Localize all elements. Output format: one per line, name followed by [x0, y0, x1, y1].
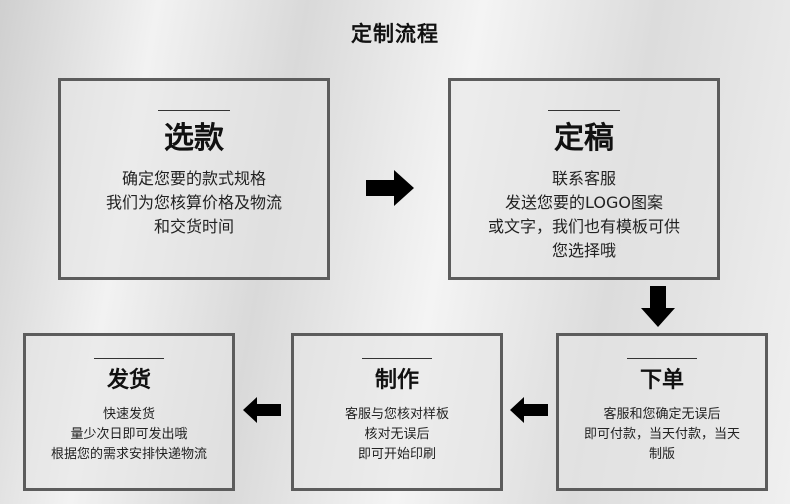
step-line: 或文字，我们也有模板可供 [487, 217, 680, 236]
step-description: 客服和您确定无误后 即可付款，当天付款，当天 制版 [559, 405, 765, 465]
page-title: 定制流程 [351, 22, 439, 46]
step-line: 制版 [648, 447, 675, 462]
step-title: 选款 [164, 121, 224, 156]
arrow-right-icon [366, 170, 414, 206]
title-rule [94, 358, 164, 359]
step-line: 量少次日即可发出哦 [70, 427, 188, 442]
step-description: 客服与您核对样板 核对无误后 即可开始印刷 [294, 405, 500, 465]
step-line: 客服与您核对样板 [344, 407, 449, 422]
step-title: 下单 [639, 368, 684, 393]
step-line: 即可开始印刷 [357, 447, 436, 462]
step-line: 和交货时间 [153, 217, 234, 236]
step-card-ship: 发货 快速发货 量少次日即可发出哦 根据您的需求安排快递物流 [23, 333, 235, 491]
title-rule [627, 358, 697, 359]
step-title: 发货 [106, 368, 151, 393]
step-card-design: 定稿 联系客服 发送您要的LOGO图案 或文字，我们也有模板可供 您选择哦 [448, 78, 720, 280]
step-title: 定稿 [554, 121, 614, 156]
step-card-select: 选款 确定您要的款式规格 我们为您核算价格及物流 和交货时间 [58, 78, 330, 280]
step-title: 制作 [374, 368, 419, 393]
arrow-left-icon [510, 397, 548, 423]
step-card-produce: 制作 客服与您核对样板 核对无误后 即可开始印刷 [291, 333, 503, 491]
step-line: 根据您的需求安排快递物流 [50, 447, 207, 462]
step-line: 确定您要的款式规格 [121, 169, 266, 188]
step-description: 快速发货 量少次日即可发出哦 根据您的需求安排快递物流 [26, 405, 232, 465]
title-rule [548, 110, 620, 111]
step-line: 核对无误后 [364, 427, 430, 442]
step-line: 您选择哦 [551, 241, 616, 260]
step-card-order: 下单 客服和您确定无误后 即可付款，当天付款，当天 制版 [556, 333, 768, 491]
step-line: 发送您要的LOGO图案 [505, 193, 663, 212]
step-description: 联系客服 发送您要的LOGO图案 或文字，我们也有模板可供 您选择哦 [451, 167, 717, 263]
step-line: 快速发货 [102, 407, 155, 422]
step-line: 联系客服 [551, 169, 616, 188]
step-line: 即可付款，当天付款，当天 [583, 427, 740, 442]
step-line: 客服和您确定无误后 [603, 407, 721, 422]
arrow-down-icon [641, 286, 675, 327]
arrow-left-icon [243, 397, 281, 423]
title-rule [158, 110, 230, 111]
title-rule [362, 358, 432, 359]
step-description: 确定您要的款式规格 我们为您核算价格及物流 和交货时间 [61, 167, 327, 239]
step-line: 我们为您核算价格及物流 [105, 193, 282, 212]
